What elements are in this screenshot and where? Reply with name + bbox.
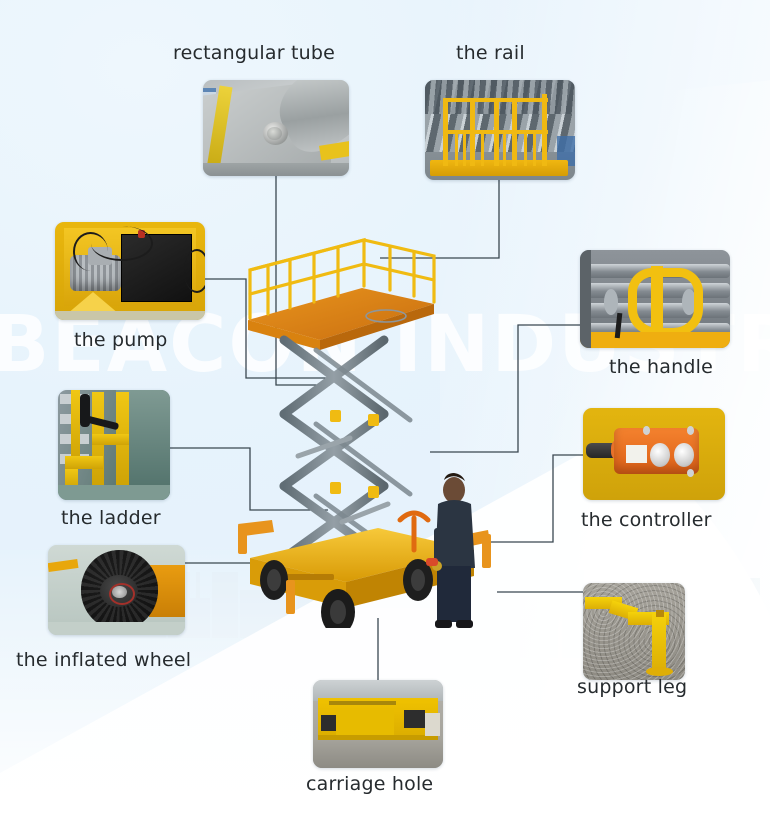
scissor-lift-illustration [238,237,491,635]
thumbnail-the-ladder[interactable] [58,390,170,500]
hydraulic-cylinders [295,435,391,525]
thumbnail-the-rail[interactable] [425,80,575,180]
leader-rectangular-tube [275,176,330,386]
label-the-handle: the handle [609,356,713,378]
thumbnail-rectangular-tube[interactable] [203,80,349,176]
platform-guardrail [248,237,436,350]
thumbnail-carriage-hole[interactable] [313,680,443,768]
scissor-lift-machine [238,228,538,635]
label-the-inflated-wheel: the inflated wheel [16,649,192,671]
label-the-rail: the rail [456,42,525,64]
leader-the-ladder [170,447,328,511]
leader-the-controller [452,454,583,543]
machine-wheels [260,559,433,635]
tow-handle [397,510,431,553]
label-the-controller: the controller [581,509,712,531]
label-support-leg: support leg [577,676,688,698]
leader-the-handle [430,324,580,453]
thumbnail-support-leg[interactable] [583,583,685,680]
thumbnail-the-controller[interactable] [583,408,725,500]
leader-the-rail [380,180,500,259]
thumbnail-the-handle[interactable] [580,250,730,348]
scissor-arms [279,335,389,563]
operator-person [426,473,475,628]
thumbnail-the-pump[interactable] [55,222,205,320]
label-the-ladder: the ladder [61,507,161,529]
label-rectangular-tube: rectangular tube [173,42,335,64]
thumbnail-the-inflated-wheel[interactable] [48,545,185,635]
label-carriage-hole: carriage hole [306,773,434,795]
leader-the-pump [205,278,330,379]
label-the-pump: the pump [74,329,168,351]
